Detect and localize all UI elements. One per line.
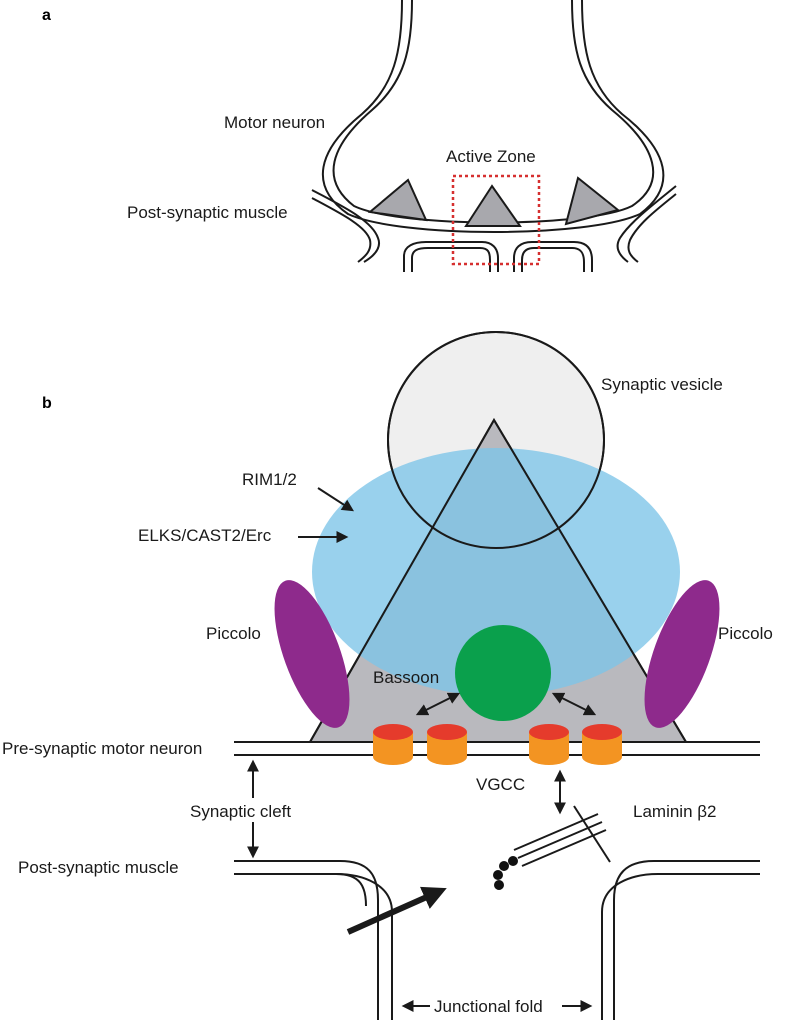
bassoon: [455, 625, 551, 721]
bassoon-right-arrow: [551, 692, 597, 716]
vgcc-channel-2: [427, 724, 467, 765]
junctional-fold-label: Junctional fold: [434, 997, 543, 1016]
piccolo-right-label: Piccolo: [718, 624, 773, 643]
vgcc-channel-1: [373, 724, 413, 765]
synaptic-cleft-label-bg: [184, 798, 312, 822]
fold-pointer-arrow: [346, 886, 447, 935]
active-zone-triangle-center: [464, 184, 522, 227]
vgcc-channel-4: [582, 724, 622, 765]
panel-a: a Motor neuron Active Zone Post-synaptic…: [42, 0, 677, 272]
piccolo-left: [274, 580, 350, 728]
synaptic-vesicle-label: Synaptic vesicle: [601, 375, 723, 394]
bassoon-left-arrow: [415, 692, 461, 716]
laminin-label: Laminin β2: [633, 802, 717, 821]
motor-neuron-label: Motor neuron: [224, 113, 325, 132]
presynaptic-label: Pre-synaptic motor neuron: [2, 739, 202, 758]
vgcc-channel-3: [529, 724, 569, 765]
synaptic-cleft-label: Synaptic cleft: [190, 802, 291, 821]
postsynaptic-muscle-label-a: Post-synaptic muscle: [127, 203, 288, 222]
active-zone-label: Active Zone: [446, 147, 536, 166]
elks-label: ELKS/CAST2/Erc: [138, 526, 272, 545]
bassoon-label: Bassoon: [373, 668, 439, 687]
junctional-fold-label-bg: [430, 994, 562, 1016]
synaptic-vesicle-outline: [387, 331, 605, 549]
piccolo-left-label: Piccolo: [206, 624, 261, 643]
active-zone-triangle-right: [564, 176, 621, 226]
panel-b-label: b: [42, 395, 52, 412]
rim-label: RIM1/2: [242, 470, 297, 489]
vgcc-label: VGCC: [476, 775, 525, 794]
rim-arrow: [317, 487, 355, 512]
panel-a-label: a: [42, 7, 51, 24]
piccolo-right: [644, 580, 720, 728]
panel-b: b: [2, 331, 773, 1020]
laminin-beta2: [493, 805, 611, 890]
rim-elks-region: [312, 448, 680, 696]
active-zone-triangle-left: [367, 178, 428, 222]
presynaptic-membrane: [234, 741, 760, 756]
active-zone-highlight-box: [451, 174, 541, 266]
postsynaptic-muscle-label-b: Post-synaptic muscle: [18, 858, 179, 877]
